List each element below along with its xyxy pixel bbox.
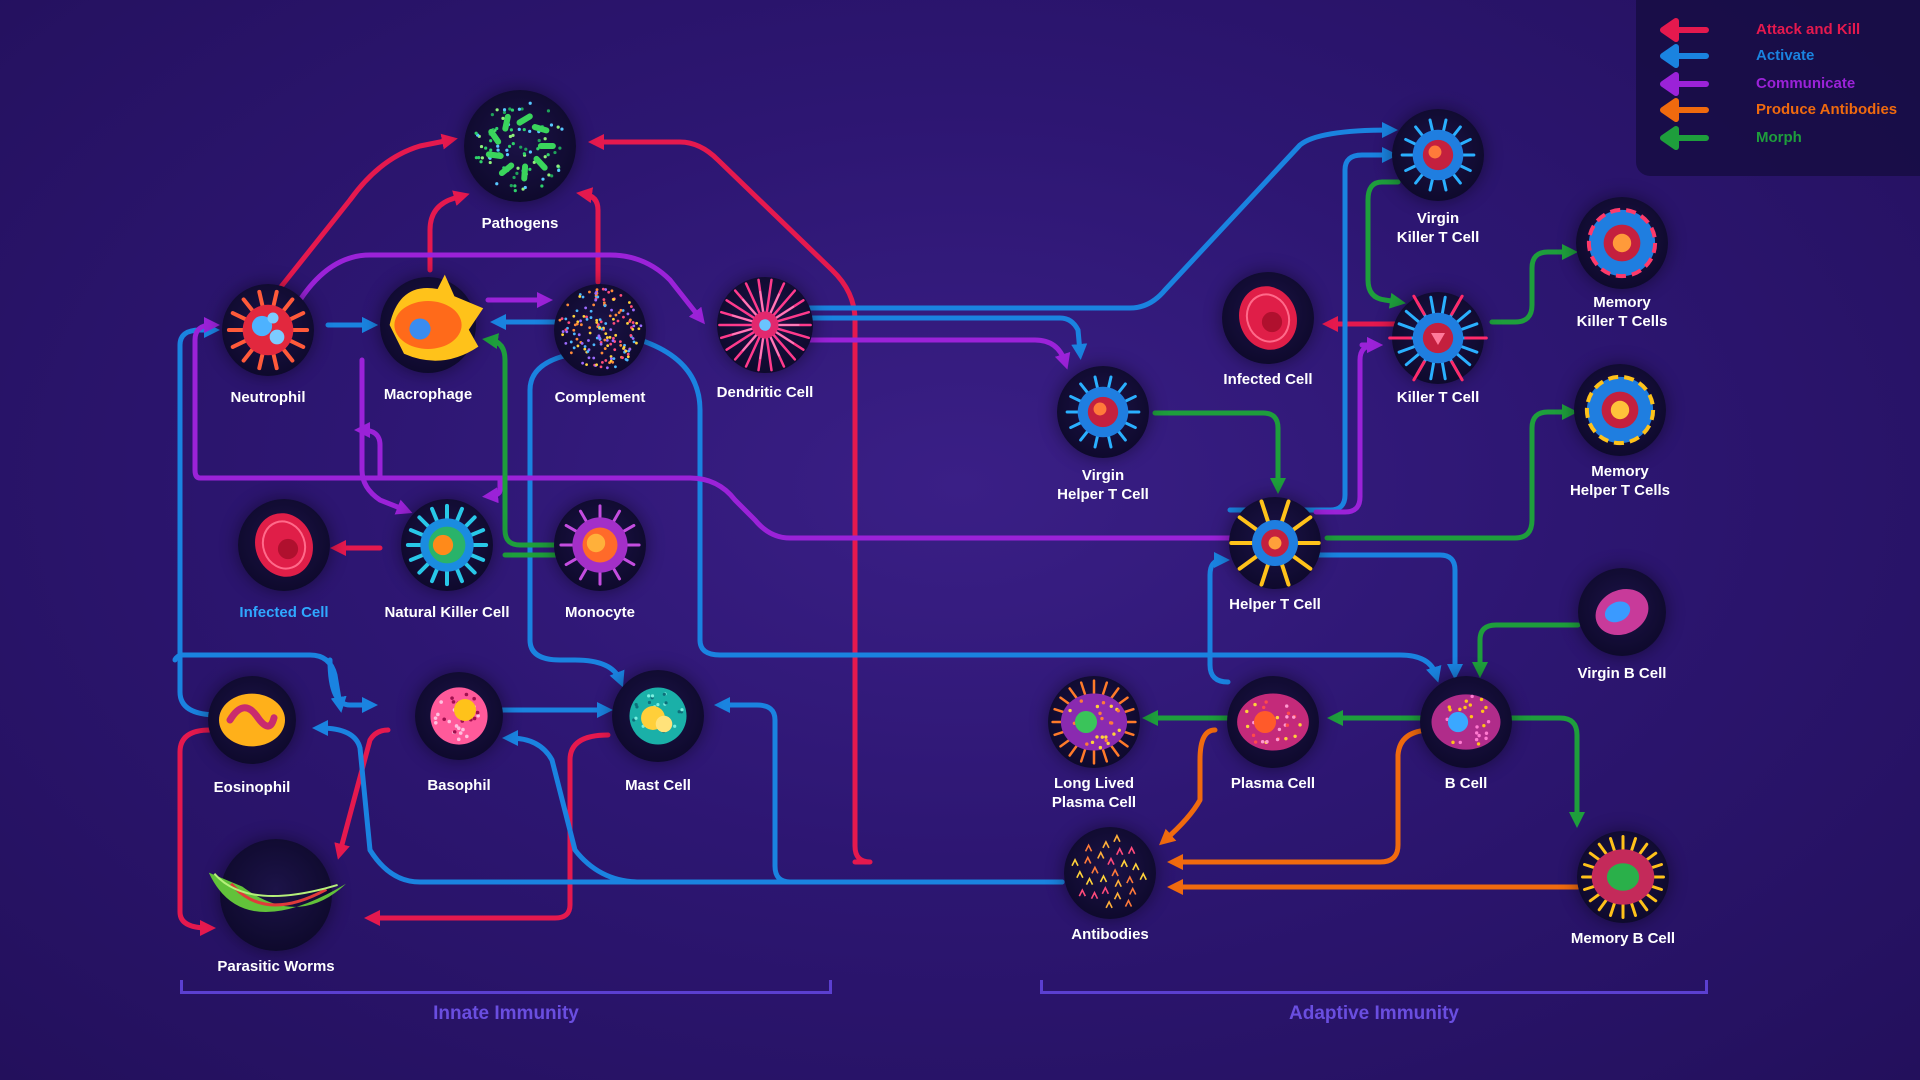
adaptive-immunity-label: Adaptive Immunity xyxy=(1289,1003,1459,1024)
long-lived-plasma-cell-icon xyxy=(1048,676,1140,768)
communicate-arrow-icon xyxy=(1660,72,1709,96)
dendritic-cell-label: Dendritic Cell xyxy=(716,384,814,401)
b-cell-icon xyxy=(1420,676,1512,768)
b-cell-label: B Cell xyxy=(1444,775,1488,792)
macrophage-label: Macrophage xyxy=(383,386,473,403)
antibodies-label: Antibodies xyxy=(1071,926,1149,943)
complement-icon xyxy=(554,284,646,376)
dendritic-cell-icon xyxy=(717,277,813,373)
basophil-icon xyxy=(415,672,503,760)
memory-killer-t-cells-label: Memory Killer T Cells xyxy=(1576,294,1668,330)
morph-arrow-icon xyxy=(1660,126,1709,150)
plasma-cell-icon xyxy=(1227,676,1319,768)
antibodies-icon xyxy=(1064,827,1156,919)
communicate-links xyxy=(192,252,1384,541)
neutrophil-icon xyxy=(222,284,314,376)
legend-label: Morph xyxy=(1756,129,1802,146)
neutrophil-label: Neutrophil xyxy=(230,389,306,406)
legend-label: Activate xyxy=(1756,47,1815,64)
parasitic-worms-label: Parasitic Worms xyxy=(217,958,335,975)
attack-links xyxy=(177,133,1398,936)
virgin-helper-t-cell-label: Virgin Helper T Cell xyxy=(1057,467,1149,503)
monocyte-label: Monocyte xyxy=(564,604,635,621)
infected-cell-innate-icon xyxy=(238,499,330,591)
innate-bracket xyxy=(180,980,832,994)
virgin-helper-t-cell-icon xyxy=(1057,366,1149,458)
complement-label: Complement xyxy=(554,389,646,406)
legend-label: Attack and Kill xyxy=(1756,21,1861,38)
mast-cell-icon xyxy=(612,670,704,762)
virgin-killer-t-cell-icon xyxy=(1392,109,1484,201)
infected-cell-adaptive-label: Infected Cell xyxy=(1223,371,1313,388)
attack-arrow-icon xyxy=(1660,18,1709,42)
eosinophil-label: Eosinophil xyxy=(213,779,291,796)
legend-panel: Attack and Kill Activate Communicate Pro… xyxy=(1636,0,1920,176)
eosinophil-icon xyxy=(208,676,296,764)
antibody-links xyxy=(1158,727,1581,896)
pathogens-icon xyxy=(464,90,576,202)
helper-t-cell-label: Helper T Cell xyxy=(1229,596,1321,613)
activate-links xyxy=(172,122,1464,885)
killer-t-cell-icon xyxy=(1388,292,1488,384)
memory-helper-t-cells-icon xyxy=(1574,364,1666,456)
long-lived-plasma-cell-label: Long Lived Plasma Cell xyxy=(1051,775,1137,811)
helper-t-cell-icon xyxy=(1229,497,1321,589)
monocyte-icon xyxy=(554,499,646,591)
plasma-cell-label: Plasma Cell xyxy=(1230,775,1316,792)
killer-t-cell-label: Killer T Cell xyxy=(1396,389,1480,406)
memory-b-cell-label: Memory B Cell xyxy=(1570,930,1676,947)
legend-label: Produce Antibodies xyxy=(1756,101,1898,118)
antibodies-arrow-icon xyxy=(1660,98,1709,122)
virgin-killer-t-cell-label: Virgin Killer T Cell xyxy=(1396,210,1480,246)
virgin-b-cell-icon xyxy=(1578,568,1666,656)
infected-cell-innate-label: Infected Cell xyxy=(239,604,329,621)
infected-cell-adaptive-icon xyxy=(1222,272,1314,364)
adaptive-bracket xyxy=(1040,980,1708,994)
memory-killer-t-cells-icon xyxy=(1576,197,1668,289)
parasitic-worms-icon xyxy=(208,839,346,951)
innate-immunity-label: Innate Immunity xyxy=(433,1003,579,1024)
basophil-label: Basophil xyxy=(427,777,491,794)
memory-b-cell-icon xyxy=(1577,831,1669,923)
pathogens-label: Pathogens xyxy=(481,215,559,232)
virgin-b-cell-label: Virgin B Cell xyxy=(1577,665,1667,682)
legend-label: Communicate xyxy=(1756,75,1856,92)
activate-arrow-icon xyxy=(1660,44,1709,68)
memory-helper-t-cells-label: Memory Helper T Cells xyxy=(1569,463,1671,499)
macrophage-icon xyxy=(380,274,484,373)
natural-killer-cell-icon xyxy=(401,499,493,591)
mast-cell-label: Mast Cell xyxy=(625,777,691,794)
natural-killer-cell-label: Natural Killer Cell xyxy=(384,604,510,621)
